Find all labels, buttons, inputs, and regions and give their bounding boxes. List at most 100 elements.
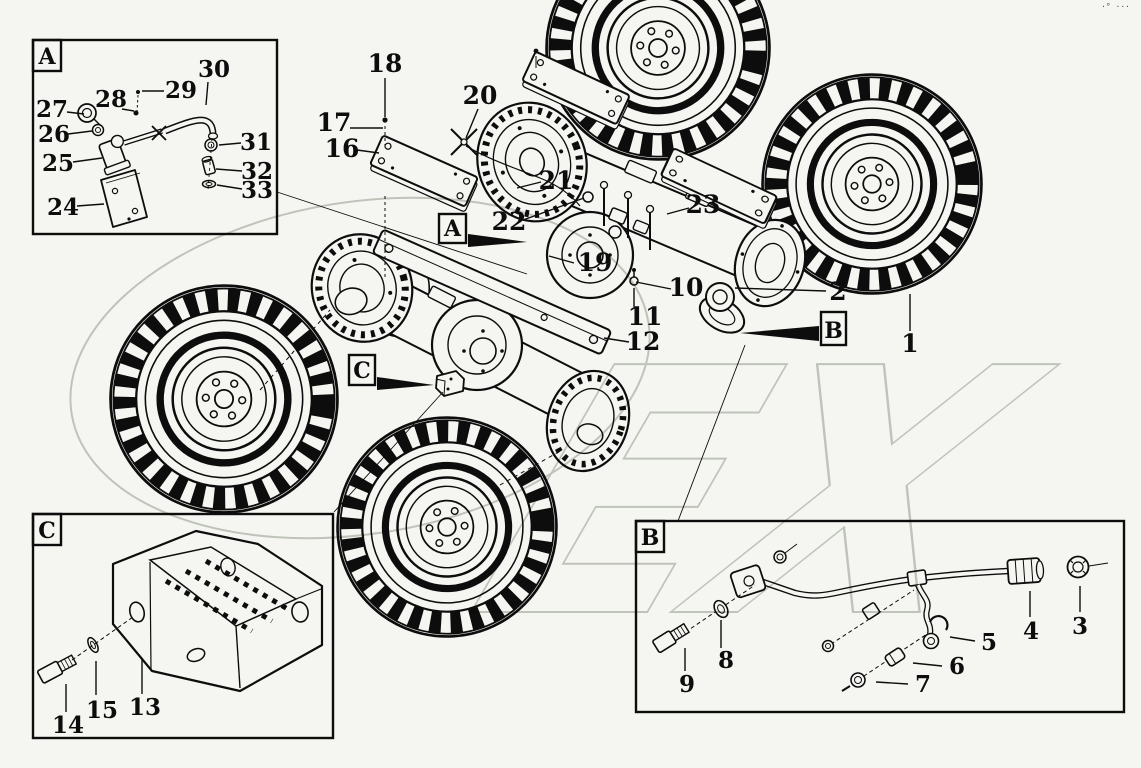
detail-view-c-guard-box xyxy=(36,529,324,693)
callout-label-3: 3 xyxy=(1072,613,1088,640)
callout-label-2: 2 xyxy=(829,277,846,306)
callout-leader-5 xyxy=(949,636,976,642)
callout-label-25: 25 xyxy=(42,150,74,177)
callout-label-8: 8 xyxy=(718,647,734,674)
view-marker-arrow-B xyxy=(740,326,819,341)
detail-box-letter-C: C xyxy=(38,518,56,544)
watermark-swoosh xyxy=(69,196,651,540)
callout-leader-31 xyxy=(218,142,242,146)
callout-leader-26 xyxy=(67,130,93,135)
callout-label-5: 5 xyxy=(981,629,997,656)
callout-leader-7 xyxy=(875,681,909,685)
breather-linkage-cluster xyxy=(582,180,655,250)
detail-view-b-brake-pipe xyxy=(652,543,1109,692)
callout-label-26: 26 xyxy=(38,121,70,148)
detail-c-locator-line xyxy=(333,391,444,513)
pipe-clamp xyxy=(151,125,167,141)
callout-label-18: 18 xyxy=(368,49,403,78)
nut-3 xyxy=(1066,555,1109,579)
axle-mounting-bar xyxy=(372,229,612,355)
callout-label-21: 21 xyxy=(539,166,574,195)
callout-label-10: 10 xyxy=(669,273,704,302)
detail-box-letter-A: A xyxy=(37,44,56,70)
pin-28 xyxy=(133,110,139,116)
callout-leader-19 xyxy=(548,255,575,264)
banjo-fitting xyxy=(729,564,767,599)
pin-17 xyxy=(382,117,388,123)
callout-label-19: 19 xyxy=(578,248,613,277)
clamp-6 xyxy=(884,647,906,667)
callout-leader-33 xyxy=(216,184,243,190)
callout-label-22: 22 xyxy=(492,207,527,236)
brake-drum-rear-left xyxy=(476,101,588,223)
detail-a-locator-line xyxy=(276,191,528,275)
callout-leader-28 xyxy=(121,108,135,112)
callout-leader-32 xyxy=(215,168,243,172)
detail-view-a-breather-assembly xyxy=(77,90,219,228)
view-marker-arrow-A xyxy=(468,234,527,247)
detail-box-label-frame-B xyxy=(634,519,666,554)
view-marker-letter-A: A xyxy=(443,216,462,242)
callout-label-4: 4 xyxy=(1023,618,1039,645)
detail-box-A xyxy=(31,38,279,236)
callout-label-9: 9 xyxy=(679,671,695,698)
breather-hose xyxy=(465,145,581,207)
nut-31 xyxy=(204,138,218,152)
brake-drum-front-left xyxy=(310,233,414,343)
callout-label-24: 24 xyxy=(47,194,79,221)
grommet xyxy=(773,550,787,564)
detail-box-B xyxy=(634,519,1126,714)
hose-eye xyxy=(922,632,940,650)
callout-label-15: 15 xyxy=(86,697,118,724)
guard-bracket-location xyxy=(435,370,465,397)
differential-front xyxy=(430,298,524,392)
callout-label-23: 23 xyxy=(686,190,721,219)
callout-label-6: 6 xyxy=(949,653,965,680)
small-bolt xyxy=(821,639,835,653)
main-assembly-view xyxy=(103,0,992,644)
corner-note: ·° ··· xyxy=(1101,2,1130,11)
detail-box-C xyxy=(31,512,335,740)
callout-leader-6 xyxy=(912,662,943,667)
brake-drum-front-right xyxy=(545,369,631,473)
callout-label-20: 20 xyxy=(463,81,498,110)
view-marker-letter-B: B xyxy=(824,318,843,344)
small-nut xyxy=(861,602,881,620)
callout-label-30: 30 xyxy=(198,56,230,83)
callout-label-7: 7 xyxy=(915,671,931,698)
callout-label-13: 13 xyxy=(129,694,161,721)
callout-leader-25 xyxy=(72,157,103,163)
detail-box-label-frame-A xyxy=(31,38,63,73)
callout-leader-21 xyxy=(516,181,542,189)
breather-valve-25 xyxy=(98,134,131,176)
view-marker-box-A xyxy=(437,212,468,245)
callout-label-33: 33 xyxy=(241,177,273,204)
callout-leader-27 xyxy=(66,111,85,115)
callout-leader-12 xyxy=(603,337,630,343)
callout-label-31: 31 xyxy=(240,129,272,156)
callout-label-32: 32 xyxy=(241,158,273,185)
pin-29 xyxy=(136,90,140,94)
callout-leader-23 xyxy=(666,207,690,215)
callout-label-27: 27 xyxy=(36,96,68,123)
callout-leader-20 xyxy=(465,108,479,139)
seal-washer-8 xyxy=(713,599,729,619)
view-marker-letter-C: C xyxy=(353,358,371,384)
detail-b-locator-line xyxy=(677,344,746,522)
callout-leader-2 xyxy=(734,287,827,292)
banjo-bolt-9 xyxy=(652,622,691,654)
hose-fitting-4 xyxy=(1006,557,1045,585)
front-axle-assembly xyxy=(310,229,631,473)
clip-5 xyxy=(928,615,949,631)
callout-leader-24 xyxy=(76,203,105,207)
view-marker-box-B xyxy=(819,310,848,347)
callout-label-29: 29 xyxy=(165,77,197,104)
view-marker-box-C xyxy=(347,353,377,387)
fitting-32 xyxy=(201,155,216,176)
callout-leader-30 xyxy=(205,81,209,106)
view-marker-arrow-C xyxy=(377,377,434,390)
callout-label-14: 14 xyxy=(52,712,84,739)
callout-leader-22 xyxy=(522,197,585,221)
